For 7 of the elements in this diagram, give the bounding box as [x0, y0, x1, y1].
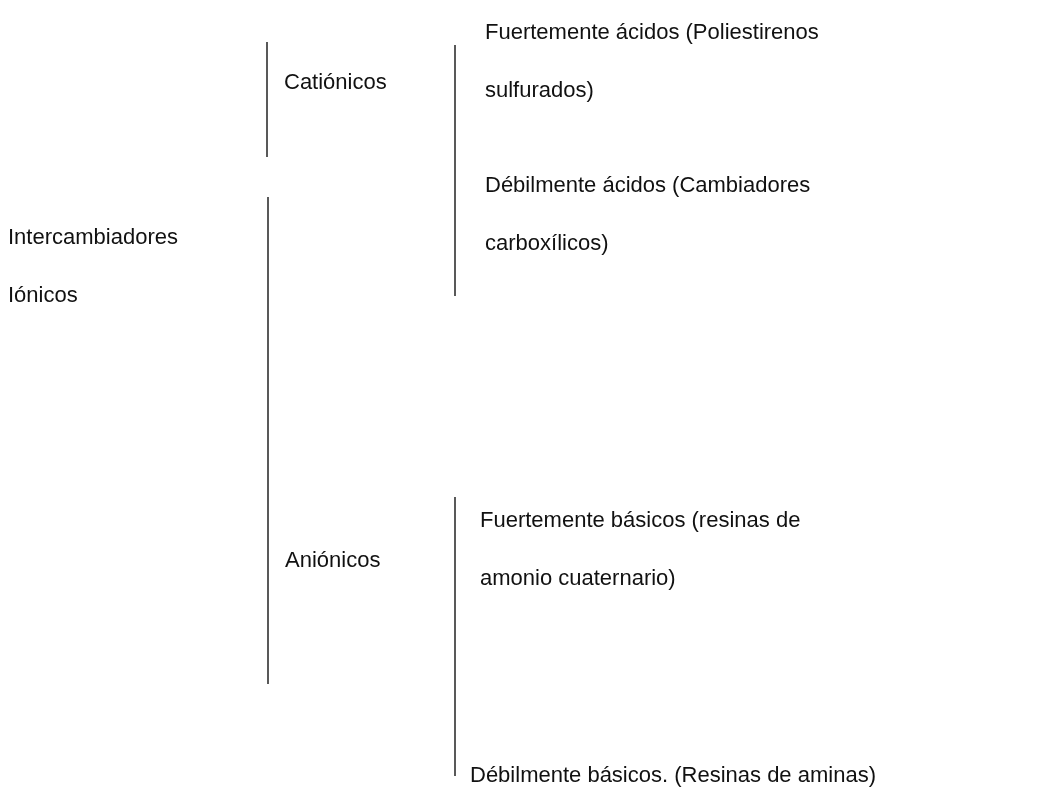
category-label: Débilmente ácidos (Cambiadores carboxílicos) [485, 171, 812, 257]
category-label: Fuertemente básicos (resinas de amonio cuaternario) [480, 506, 802, 592]
category-label: Catiónicos [284, 68, 387, 96]
category-label: Débilmente básicos. (Resinas de aminas) [470, 761, 876, 789]
category-label: Intercambiadores Iónicos [8, 223, 179, 309]
category-label: Fuertemente ácidos (Poliestirenos sulfurados) [485, 18, 820, 104]
category-label: Aniónicos [285, 546, 381, 574]
